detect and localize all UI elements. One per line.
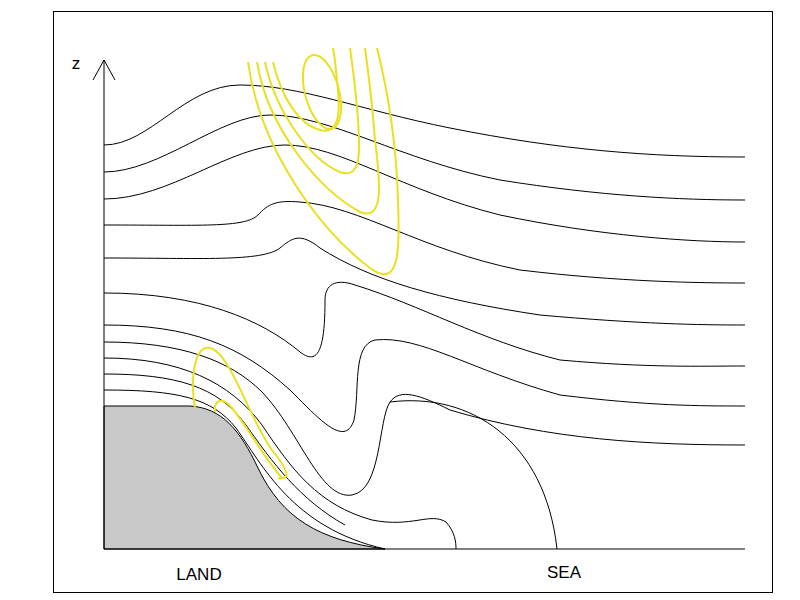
figure-frame (54, 12, 773, 593)
streamlines (104, 85, 745, 549)
label-holder: z (72, 55, 81, 74)
land-terrain (104, 406, 385, 549)
ground-line (104, 549, 745, 550)
contour-line (257, 48, 379, 213)
axis-arrowhead (93, 60, 115, 80)
label-holder: SEA (547, 564, 581, 583)
region-label: SEA (547, 564, 581, 583)
label-holder: LAND (176, 566, 221, 585)
contour-line (193, 348, 287, 478)
streamline (104, 85, 745, 157)
streamline (104, 358, 456, 549)
contour-line (215, 401, 282, 478)
contours (193, 48, 399, 478)
streamline (104, 238, 745, 325)
streamline (104, 145, 745, 242)
z-axis (104, 60, 105, 549)
streamline (104, 374, 345, 525)
region-label: LAND (176, 566, 221, 585)
contour-line (265, 48, 359, 173)
streamline (104, 325, 745, 432)
axis-label: z (72, 55, 81, 74)
streamline (390, 401, 557, 549)
streamline (104, 115, 745, 200)
streamline (104, 390, 385, 549)
streamline (104, 202, 745, 283)
contour-line (248, 48, 399, 274)
contour-line (296, 51, 349, 133)
streamline (104, 342, 745, 495)
